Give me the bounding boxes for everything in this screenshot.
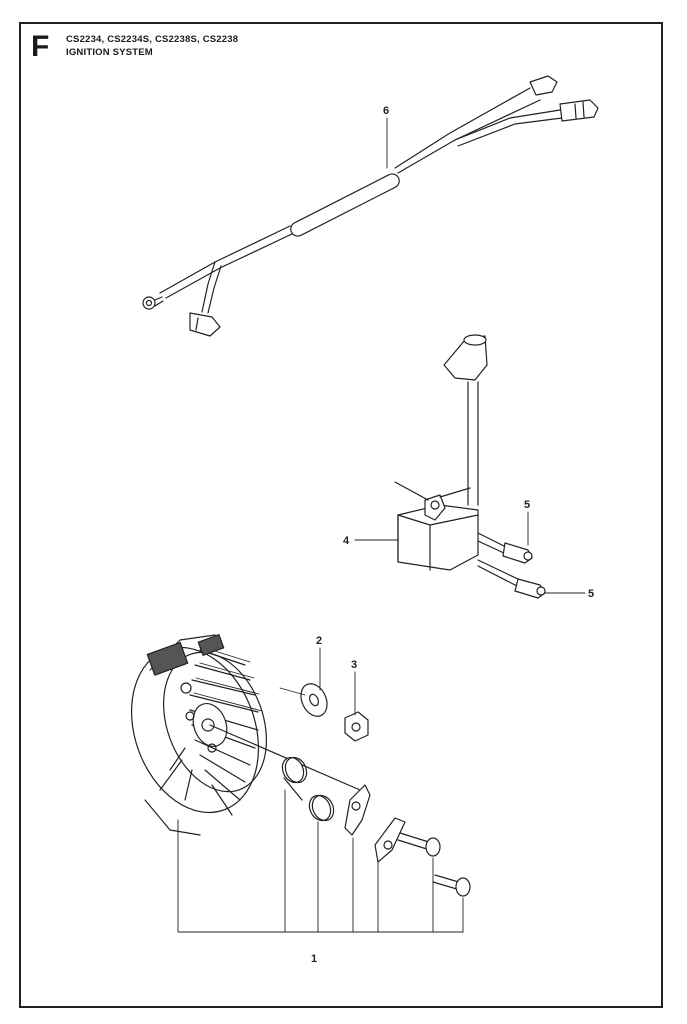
callout-2: 2 (316, 635, 322, 647)
part-1-flywheel (130, 634, 361, 836)
callout-1: 1 (311, 953, 317, 965)
part-2-washer (300, 683, 328, 717)
callout-5-upper: 5 (524, 499, 530, 511)
part-3-nut (344, 711, 369, 742)
model-numbers: CS2234, CS2234S, CS2238S, CS2238 (66, 34, 239, 45)
callout-3: 3 (351, 659, 357, 671)
part-5-screw-upper (477, 532, 533, 564)
callout-6: 6 (383, 105, 389, 117)
callout-4: 4 (343, 535, 350, 547)
page-title: IGNITION SYSTEM (66, 47, 153, 58)
pawl-upper (344, 784, 371, 836)
bolt-lower (432, 874, 471, 897)
part-6-wiring-harness (142, 75, 599, 337)
spring-lower (308, 794, 335, 822)
part-4-ignition-module (394, 334, 488, 571)
section-letter: F (31, 30, 50, 63)
spring-upper (281, 756, 308, 801)
callout-5-lower: 5 (588, 588, 594, 600)
part-5-screw-lower (477, 559, 546, 599)
leader-lines (177, 117, 586, 933)
page-frame (19, 22, 663, 1008)
bolt-upper (397, 832, 441, 857)
pawl-lower (374, 817, 406, 863)
